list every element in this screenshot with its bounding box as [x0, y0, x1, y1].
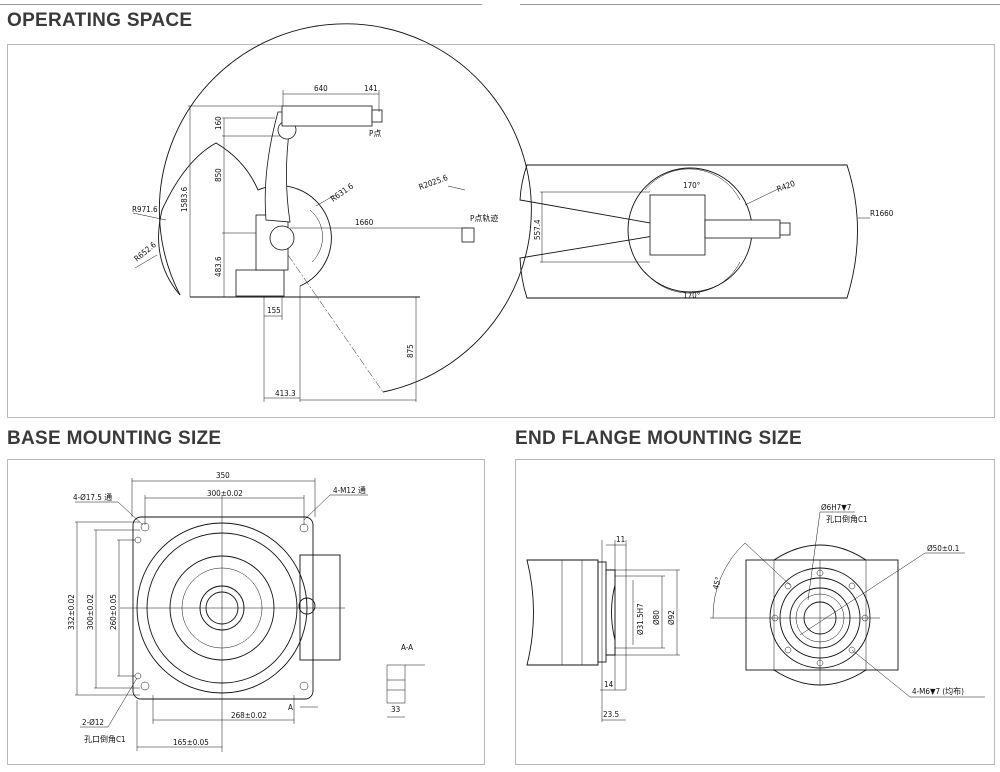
end-flange-drawing: 11 14 23.5 Ø31.5H7 Ø80 Ø92 Ø6H7▼7 孔口倒角C1… [526, 502, 985, 722]
top-view-drawing: 557.4 R420 R1660 170° 170° [519, 164, 894, 300]
outer-work-envelope [158, 23, 532, 393]
section-title: A-A [401, 643, 413, 652]
label-threads: 4-M12 通 [333, 485, 366, 495]
dim-1660: 1660 [355, 218, 374, 227]
label-angle: 45° [711, 576, 723, 591]
dim-268: 268±0.02 [231, 711, 267, 720]
dim-r1660: R1660 [870, 209, 894, 218]
dim-14: 14 [604, 680, 614, 689]
dim-300-top: 300±0.02 [207, 489, 243, 498]
dim-160: 160 [214, 116, 223, 130]
dim-1583: 1583.6 [180, 186, 189, 212]
angle-top: 170° [683, 181, 700, 190]
dim-350: 350 [216, 471, 230, 480]
base-connector-box [299, 554, 341, 661]
dim-557: 557.4 [533, 219, 542, 240]
dim-r652: R652.6 [133, 240, 159, 264]
end-flange-title: END FLANGE MOUNTING SIZE [515, 428, 802, 449]
dim-332: 332±0.02 [67, 594, 76, 630]
dim-413: 413.3 [275, 389, 296, 398]
top-robot-body [649, 194, 706, 256]
operating-space-panel [7, 44, 995, 418]
angle-bottom: 170° [683, 291, 700, 300]
dim-r971: R971.6 [132, 205, 158, 214]
label-pins: 2-Ø12 [82, 717, 104, 727]
base-mounting-title: BASE MOUNTING SIZE [7, 428, 222, 449]
header-rule-right [520, 4, 1000, 5]
top-work-envelope [519, 164, 858, 299]
base-mounting-panel [7, 459, 485, 765]
p-track-label: P点轨迹 [470, 213, 498, 223]
inner-work-envelope [158, 142, 332, 296]
dim-92: Ø92 [666, 610, 676, 625]
label-holes: 4-Ø17.5 通 [73, 492, 112, 502]
dim-r2025: R2025.6 [418, 173, 450, 192]
robot-base [235, 269, 285, 297]
label-threads: 4-M6▼7 (均布) [912, 686, 964, 696]
dim-23-5: 23.5 [603, 710, 619, 719]
dim-483: 483.6 [214, 256, 223, 277]
dim-r420: R420 [776, 179, 797, 194]
operating-space-title: OPERATING SPACE [7, 10, 193, 31]
dim-850: 850 [214, 168, 223, 182]
dim-bore: Ø31.5H7 [635, 603, 645, 635]
dim-r631: R631.6 [329, 181, 355, 203]
label-pin-hole: Ø6H7▼7 [821, 502, 851, 512]
dim-260: 260±0.05 [109, 594, 118, 630]
label-pin-note: 孔口倒角C1 [826, 514, 868, 524]
dim-33: 33 [391, 705, 400, 714]
label-pin-note: 孔口倒角C1 [84, 734, 126, 744]
header-rule-left [0, 4, 482, 5]
dim-141: 141 [364, 84, 378, 93]
dim-80: Ø80 [651, 610, 661, 625]
robot-tool-extended [461, 227, 475, 243]
dim-300-side: 300±0.02 [86, 594, 95, 630]
dim-165: 165±0.05 [173, 738, 209, 747]
flange-arm-side [526, 559, 599, 666]
side-view-drawing: 640 141 160 850 1583.6 483.6 155 413.3 8… [132, 23, 532, 402]
dim-875: 875 [406, 344, 415, 358]
end-flange-panel [515, 459, 995, 765]
top-robot-arm [704, 219, 781, 239]
dim-640: 640 [314, 84, 328, 93]
label-pcd: Ø50±0.1 [927, 543, 959, 553]
dim-11: 11 [616, 535, 625, 544]
base-drawing: 350 300±0.02 4-Ø17.5 通 4-M12 通 332±0.02 … [67, 471, 425, 752]
flange-wrist-body [745, 559, 899, 671]
robot-upper-arm [281, 105, 373, 127]
p-point-label: P点 [369, 129, 381, 138]
dim-155: 155 [267, 306, 281, 315]
section-mark: A [288, 703, 293, 712]
